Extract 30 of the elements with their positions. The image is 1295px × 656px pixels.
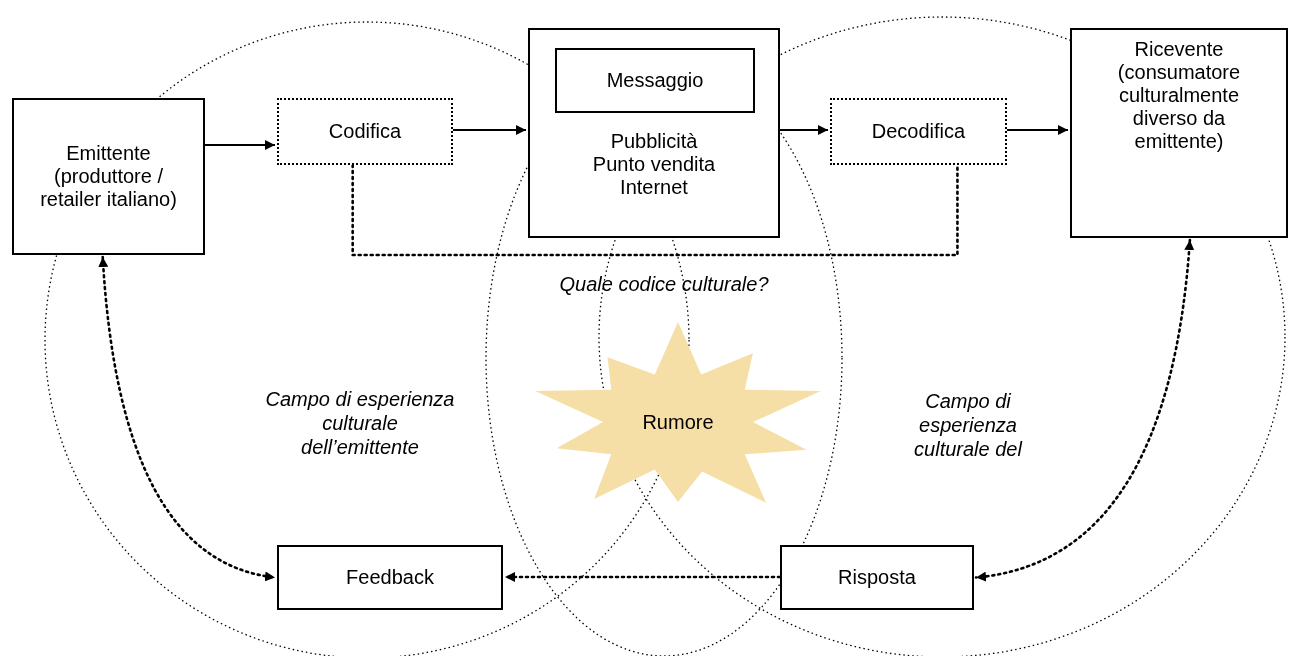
channel-box [528,28,780,238]
arrow [974,238,1194,581]
entity-box [12,98,205,255]
box-label: Emittente (produttore / retailer italiano) [39,142,178,211]
arrow [98,255,277,581]
entity-box [277,545,503,610]
field-caption: Quale codice culturale? [558,272,770,296]
arrow [453,125,526,135]
box-label: Internet [620,176,688,199]
box-label: Messaggio [606,69,704,92]
entity-box [780,545,974,610]
box-label: Feedback [346,566,434,589]
arrow [205,140,275,150]
arrow [503,572,782,582]
box-label: Risposta [838,566,916,589]
process-box [830,98,1007,165]
field-caption: Campo di esperienza culturale dell’emittente [264,387,456,459]
field-caption: Campo di esperienza culturale del [913,389,1024,461]
box-label: Punto vendita [592,153,716,176]
box-label: Decodifica [871,120,966,143]
arrow [1007,125,1068,135]
process-box [277,98,453,165]
burst-label: Rumore [642,410,714,434]
box-label: Pubblicità [610,130,698,153]
arrow [780,125,828,135]
connector-line [351,163,959,257]
box-label: Codifica [328,120,402,143]
box-label: Ricevente (consumatore culturalmente diverso da emittente) [1116,38,1242,153]
entity-box [1070,28,1288,238]
entity-box [555,48,755,113]
